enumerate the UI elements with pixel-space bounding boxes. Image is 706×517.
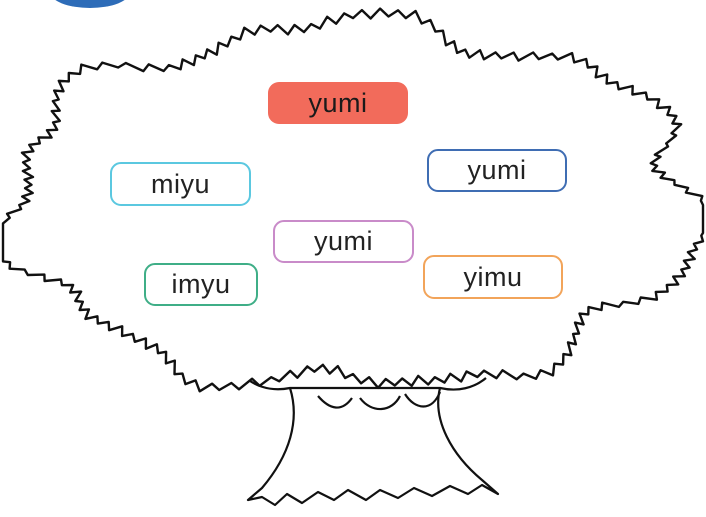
tree-trunk [239,371,500,507]
word-chip-yumi-highlighted[interactable]: yumi [268,82,408,124]
word-chip-miyu[interactable]: miyu [110,162,251,206]
word-chip-yumi-blue[interactable]: yumi [427,149,567,192]
word-chip-yumi-pink[interactable]: yumi [273,220,414,263]
word-chip-yimu[interactable]: yimu [423,255,563,299]
word-chip-imyu[interactable]: imyu [144,263,258,306]
corner-badge-icon [50,0,130,8]
tree-crown [1,7,705,393]
